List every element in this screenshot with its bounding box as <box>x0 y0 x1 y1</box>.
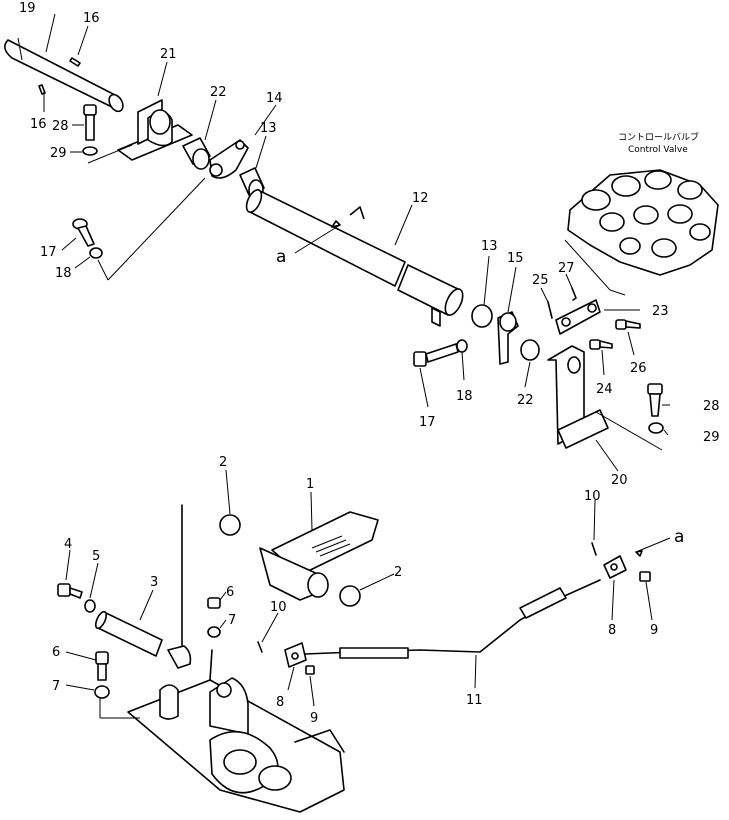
callout-22-right: 22 <box>517 393 534 408</box>
callout-6-right: 6 <box>226 585 234 600</box>
nut-7-left <box>94 685 110 699</box>
callout-18-left: 18 <box>55 266 72 281</box>
callout-28-right: 28 <box>703 399 720 414</box>
washer-29-right <box>648 422 664 434</box>
bushing-2-right <box>339 585 361 607</box>
callout-2-right: 2 <box>394 565 402 580</box>
bushing-2-left <box>219 514 241 536</box>
control-valve-label-en: Control Valve <box>628 145 688 155</box>
callout-numbers: 19 16 21 22 14 16 28 13 29 12 17 a 18 13… <box>19 1 720 726</box>
bushing-13-right <box>471 304 493 328</box>
callout-13-top: 13 <box>260 121 277 136</box>
callout-22-top: 22 <box>210 85 227 100</box>
clevis-8-right <box>603 555 627 579</box>
pin-9-left <box>305 665 315 675</box>
callout-6-left: 6 <box>52 645 60 660</box>
callout-21: 21 <box>160 47 177 62</box>
callout-26: 26 <box>630 361 647 376</box>
washer-5 <box>84 599 96 613</box>
callout-10-right: 10 <box>584 489 601 504</box>
clevis-8-left <box>284 642 307 668</box>
callout-16-left: 16 <box>30 117 47 132</box>
clevis-23 <box>555 299 601 335</box>
callout-5: 5 <box>92 549 100 564</box>
callout-17-right: 17 <box>419 415 436 430</box>
callout-24: 24 <box>596 382 613 397</box>
callout-11: 11 <box>466 693 483 708</box>
callout-9-right: 9 <box>650 623 658 638</box>
callout-8-right: 8 <box>608 623 616 638</box>
callout-4: 4 <box>64 537 72 552</box>
pin-9-right <box>639 571 651 582</box>
pin-16 <box>38 57 81 95</box>
bracket-21 <box>117 99 193 161</box>
callout-27: 27 <box>558 261 575 276</box>
cable-11 <box>304 579 601 659</box>
pedal-1 <box>259 511 379 601</box>
bolt-28-right <box>647 383 663 417</box>
callout-3: 3 <box>150 575 158 590</box>
callout-9-left: 9 <box>310 711 318 726</box>
callout-18-right: 18 <box>456 389 473 404</box>
bolt-17 <box>72 218 95 247</box>
base-plate <box>127 649 345 813</box>
washer-18-right <box>456 339 468 353</box>
nut-7-right <box>207 626 221 638</box>
pin-25 <box>547 301 553 319</box>
bolt-28 <box>83 104 97 141</box>
callout-23: 23 <box>652 304 669 319</box>
shaft-3 <box>94 610 163 657</box>
callout-a-bottom: a <box>674 527 684 547</box>
callout-14: 14 <box>266 91 283 106</box>
callout-29-top: 29 <box>50 146 67 161</box>
bolt-26 <box>615 319 641 330</box>
control-valve-label-jp: コントロールバルブ <box>618 131 699 143</box>
pin-10-right <box>591 542 597 556</box>
bolt-6-left <box>95 651 109 681</box>
lever-14 <box>209 139 249 179</box>
leader-lines-bottom <box>65 469 671 719</box>
leader-lines-top <box>43 13 413 281</box>
callout-7-right: 7 <box>228 613 236 628</box>
callout-29-right: 29 <box>703 430 720 445</box>
callout-15: 15 <box>507 251 524 266</box>
shaft-19 <box>4 37 124 113</box>
callout-19: 19 <box>19 1 36 16</box>
lever-15 <box>497 311 519 365</box>
callout-16-top: 16 <box>83 11 100 26</box>
callout-a-top: a <box>276 247 286 267</box>
bolt-17-right <box>413 343 459 367</box>
callout-13-right: 13 <box>481 239 498 254</box>
pin-10-left <box>257 641 263 653</box>
washer-29 <box>82 146 98 156</box>
callout-1: 1 <box>306 477 314 492</box>
leader-lines-right <box>419 255 670 472</box>
washer-18 <box>89 247 103 259</box>
callout-8-left: 8 <box>276 695 284 710</box>
bushing-22 <box>182 137 211 170</box>
callout-28-top: 28 <box>52 119 69 134</box>
bolt-24 <box>589 339 613 350</box>
bracket-20 <box>547 345 609 449</box>
callout-17-left: 17 <box>40 245 57 260</box>
bolt-6-right <box>207 597 221 609</box>
control-valve <box>564 169 719 296</box>
callout-7-left: 7 <box>52 679 60 694</box>
callout-2-top: 2 <box>219 455 227 470</box>
callout-25: 25 <box>532 273 549 288</box>
callout-12: 12 <box>412 191 429 206</box>
tube-12 <box>245 189 464 327</box>
bracket-plate-vertical <box>167 504 192 669</box>
bolt-4 <box>57 583 83 599</box>
callout-10-left: 10 <box>270 600 287 615</box>
pin-27 <box>571 287 577 301</box>
bushing-22-right <box>520 339 540 361</box>
callout-20: 20 <box>611 473 628 488</box>
